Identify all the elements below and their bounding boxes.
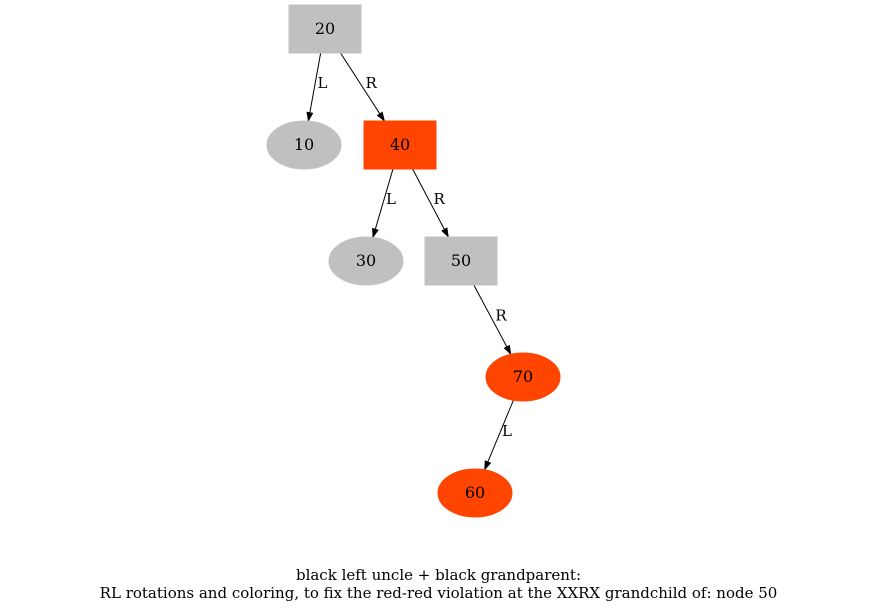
caption-line-1: black left uncle + black grandparent:	[295, 566, 582, 584]
edge-label: L	[502, 422, 512, 440]
edge-20-40: R	[340, 52, 386, 122]
edge-line	[473, 284, 512, 356]
edge-label: L	[317, 74, 327, 92]
node-box	[363, 120, 437, 170]
edge-line	[484, 399, 514, 471]
edge-line	[412, 168, 449, 238]
node-label: 40	[390, 135, 410, 154]
node-70: 70	[485, 352, 561, 402]
node-30: 30	[328, 236, 404, 286]
node-60: 60	[437, 468, 513, 518]
node-label: 30	[356, 251, 376, 270]
node-box	[424, 236, 498, 286]
edge-20-10: L	[306, 52, 327, 123]
node-label: 70	[513, 367, 533, 386]
node-label: 50	[451, 251, 471, 270]
node-box	[288, 4, 362, 54]
node-50: 50	[424, 236, 498, 286]
node-40: 40	[363, 120, 437, 170]
node-ellipse	[437, 468, 513, 518]
edge-line	[306, 52, 322, 123]
edge-label: R	[495, 307, 507, 325]
node-20: 20	[288, 4, 362, 54]
node-label: 10	[294, 135, 314, 154]
edge-label: L	[386, 190, 396, 208]
edge-40-50: R	[412, 168, 449, 238]
edge-70-60: L	[484, 399, 514, 471]
node-ellipse	[266, 120, 342, 170]
edge-line	[372, 168, 394, 239]
node-10: 10	[266, 120, 342, 170]
edge-label: R	[434, 190, 446, 208]
edge-50-70: R	[473, 284, 512, 356]
node-label: 20	[315, 19, 335, 38]
edge-line	[340, 52, 386, 122]
node-label: 60	[465, 483, 485, 502]
edge-40-30: L	[372, 168, 396, 239]
node-ellipse	[328, 236, 404, 286]
node-ellipse	[485, 352, 561, 402]
caption-line-2: RL rotations and coloring, to fix the re…	[99, 584, 778, 602]
edge-label: R	[366, 74, 378, 92]
